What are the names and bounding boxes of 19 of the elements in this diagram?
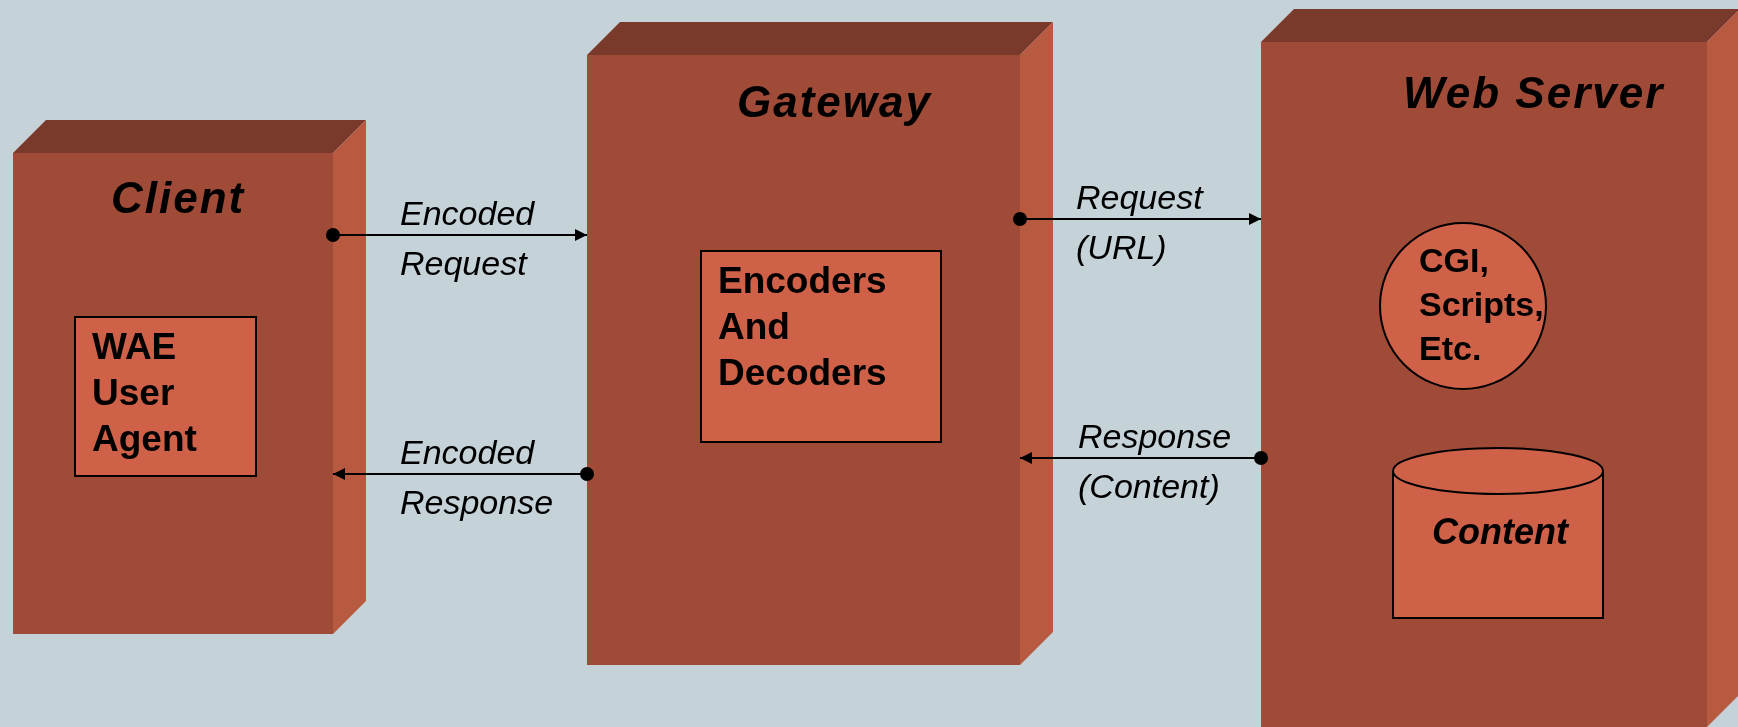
arrow — [332, 467, 594, 481]
block-title: Gateway — [737, 77, 932, 127]
component-label: Content — [1432, 511, 1568, 553]
storage-cylinder — [1392, 447, 1604, 619]
arrow — [1019, 451, 1268, 465]
arrow — [1013, 212, 1262, 226]
edge-label: Request (URL) — [1076, 177, 1203, 268]
block-title: Web Server — [1403, 68, 1665, 118]
component-box — [700, 250, 942, 443]
component-box — [74, 316, 257, 477]
edge-label: Encoded Response — [400, 432, 554, 523]
component-label: CGI, Scripts, Etc. — [1419, 240, 1545, 369]
component-label: Encoders And Decoders — [718, 259, 888, 395]
arrow — [326, 228, 588, 242]
edge-label: Response (Content) — [1078, 416, 1232, 507]
block-title: Client — [111, 173, 246, 223]
component-label: WAE User Agent — [92, 325, 198, 461]
edge-label: Encoded Request — [400, 193, 535, 284]
block-front — [13, 153, 333, 634]
